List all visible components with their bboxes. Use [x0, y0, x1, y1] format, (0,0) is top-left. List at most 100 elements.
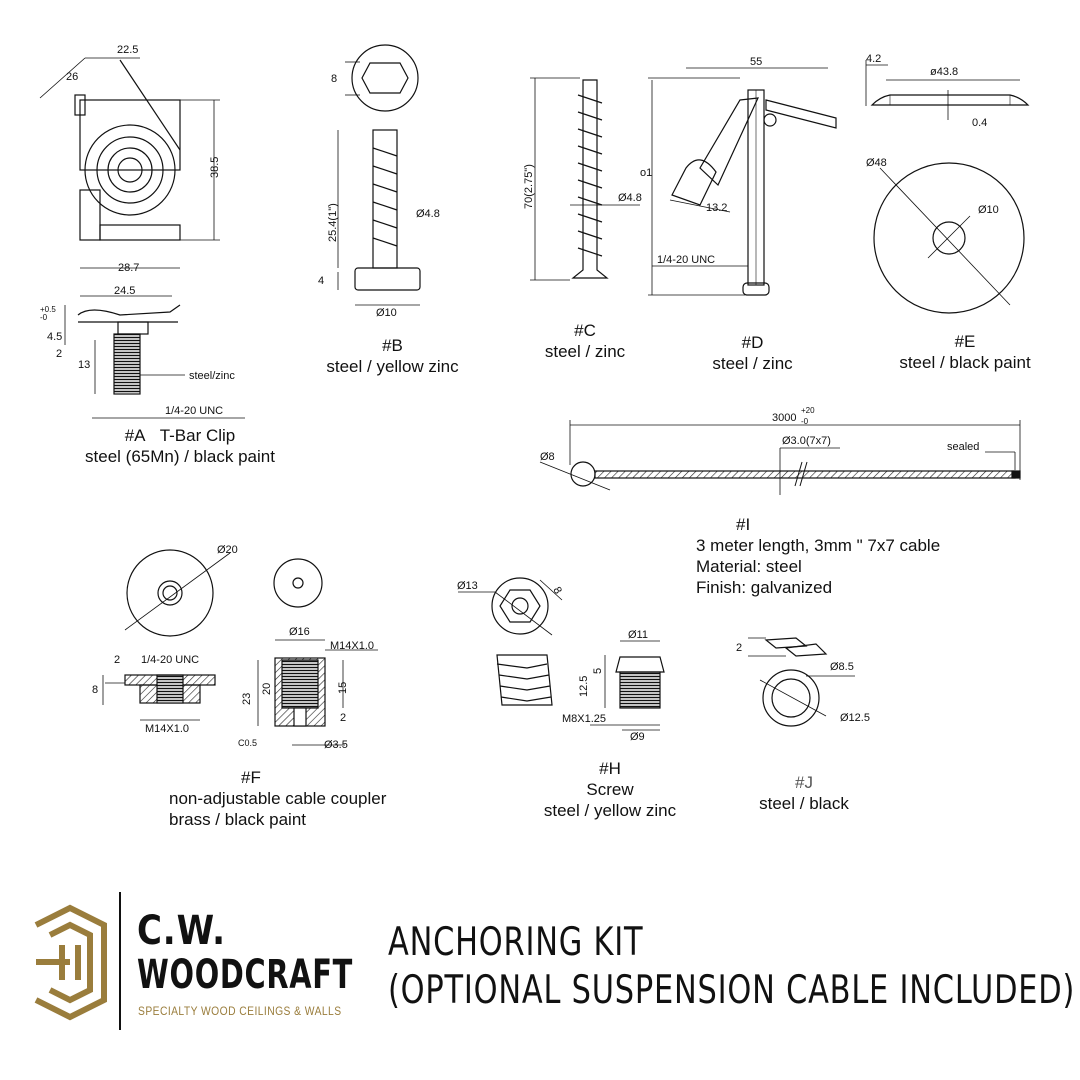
dim-d-2: 13.2 — [706, 202, 727, 214]
part-c-material: steel / zinc — [544, 342, 626, 361]
dim-d-1: 55 — [750, 56, 762, 68]
dim-f-3: 1/4-20 UNC — [141, 654, 199, 666]
part-h-caption: #H Screw steel / yellow zinc — [530, 758, 690, 821]
dim-b-5: Ø10 — [376, 307, 397, 319]
part-j-drawing — [748, 637, 855, 727]
dim-f-6: Ø16 — [289, 626, 310, 638]
dim-f-2: 2 — [114, 654, 120, 666]
part-b-drawing — [337, 44, 421, 306]
brand-tagline: SPECIALTY WOOD CEILINGS & WALLS — [138, 1004, 342, 1018]
page-subtitle: (OPTIONAL SUSPENSION CABLE INCLUDED) — [388, 968, 1076, 1013]
brand-line-1: C.W. — [137, 908, 226, 954]
dim-f-9: 20 — [261, 683, 273, 695]
part-f-drawing — [102, 549, 378, 746]
dim-e-5: Ø10 — [978, 204, 999, 216]
dim-h-4: 5 — [592, 668, 604, 674]
dim-a-8: 1/4-20 UNC — [165, 405, 223, 417]
dim-b-3: Ø4.8 — [416, 208, 440, 220]
dim-f-4: 8 — [92, 684, 98, 696]
dim-h-1: Ø13 — [457, 580, 478, 592]
part-b-id: #B — [382, 336, 403, 355]
dim-e-4: Ø48 — [866, 157, 887, 169]
part-a-name: T-Bar Clip — [159, 426, 236, 445]
dim-e-1: 4.2 — [866, 53, 881, 65]
cw-logo-icon — [34, 904, 107, 1021]
dim-a-1: 22.5 — [117, 44, 138, 56]
part-h-material: steel / yellow zinc — [543, 801, 677, 820]
part-d-material: steel / zinc — [712, 354, 793, 373]
dim-h-2: 8 — [550, 585, 563, 596]
part-f-name: non-adjustable cable coupler — [169, 789, 387, 808]
dim-a-12: -0 — [40, 313, 48, 322]
dim-f-5: M14X1.0 — [145, 723, 189, 735]
dim-a-7: 13 — [78, 359, 90, 371]
dim-h-3: Ø11 — [628, 629, 648, 641]
dim-f-10: 15 — [337, 682, 349, 694]
part-j-material: steel / black — [759, 794, 849, 813]
part-b-material: steel / yellow zinc — [326, 357, 459, 376]
dim-i-6: sealed — [947, 441, 979, 453]
dim-a-11: +0.5 — [40, 305, 56, 314]
page-title: ANCHORING KIT — [388, 920, 644, 965]
dim-h-5: 12.5 — [578, 676, 590, 697]
part-i-drawing — [539, 420, 1021, 495]
part-d-drawing — [648, 67, 837, 296]
part-c-drawing — [530, 77, 640, 281]
dim-i-4: Ø3.0(7x7) — [782, 435, 831, 447]
part-d-id: #D — [741, 333, 764, 352]
part-c-id: #C — [574, 321, 596, 340]
part-i-line-1: 3 meter length, 3mm " 7x7 cable — [696, 536, 941, 555]
part-f-caption: #F non-adjustable cable coupler brass / … — [169, 767, 386, 830]
part-i-caption: #I 3 meter length, 3mm " 7x7 cable Mater… — [696, 514, 940, 598]
part-f-material: brass / black paint — [169, 810, 307, 829]
part-j-caption: #J steel / black — [740, 772, 868, 814]
dim-f-8: 23 — [241, 693, 253, 705]
part-b-caption: #B steel / yellow zinc — [310, 335, 475, 377]
dim-c-1: 70(2.75") — [523, 164, 535, 209]
dim-d-4: o1 — [640, 167, 652, 179]
dim-f-12: C0.5 — [238, 738, 257, 748]
dim-j-2: Ø8.5 — [830, 661, 854, 673]
dim-f-13: Ø3.5 — [324, 739, 348, 751]
dim-b-1: 8 — [331, 73, 337, 85]
dim-f-1: Ø20 — [217, 544, 238, 556]
dim-f-7: M14X1.0 — [330, 640, 374, 652]
dim-i-5: Ø8 — [540, 451, 555, 463]
dim-j-3: Ø12.5 — [840, 712, 870, 724]
part-e-material: steel / black paint — [899, 353, 1031, 372]
part-a-caption: #A T-Bar Clip steel (65Mn) / black paint — [70, 425, 290, 467]
dim-a-2: 26 — [66, 71, 78, 83]
dim-c-2: Ø4.8 — [618, 192, 642, 204]
part-d-caption: #D steel / zinc — [690, 332, 815, 374]
dim-a-6: 2 — [56, 348, 62, 360]
dim-h-6: M8X1.25 — [562, 713, 606, 725]
dim-f-11: 2 — [340, 712, 346, 724]
part-e-caption: #E steel / black paint — [885, 331, 1045, 373]
dim-j-1: 2 — [736, 642, 742, 654]
part-e-drawing — [865, 60, 1030, 314]
part-c-caption: #C steel / zinc — [525, 320, 645, 362]
dim-b-4: 4 — [318, 275, 324, 287]
dim-a-9: steel/zinc — [189, 370, 235, 382]
part-a-id: #A — [124, 426, 146, 445]
dim-a-3: 38.5 — [209, 157, 221, 178]
dim-a-10: 4.5 — [47, 331, 62, 343]
dim-i-1: 3000 — [772, 412, 796, 424]
dim-d-3: 1/4-20 UNC — [657, 254, 715, 266]
part-j-id: #J — [795, 773, 813, 792]
dim-a-4: 28.7 — [118, 262, 139, 274]
dim-i-3: -0 — [801, 417, 809, 426]
dim-e-2: ø43.8 — [930, 66, 958, 78]
part-a-drawing — [39, 57, 245, 419]
part-a-material: steel (65Mn) / black paint — [85, 447, 275, 466]
part-i-line-2: Material: steel — [696, 557, 802, 576]
part-i-id: #I — [736, 515, 751, 534]
dim-i-2: +20 — [801, 406, 815, 415]
brand-line-2: WOODCRAFT — [137, 952, 354, 998]
dim-h-7: Ø9 — [630, 731, 645, 743]
part-h-name: Screw — [586, 780, 634, 799]
part-e-id: #E — [954, 332, 976, 351]
part-h-id: #H — [599, 759, 621, 778]
